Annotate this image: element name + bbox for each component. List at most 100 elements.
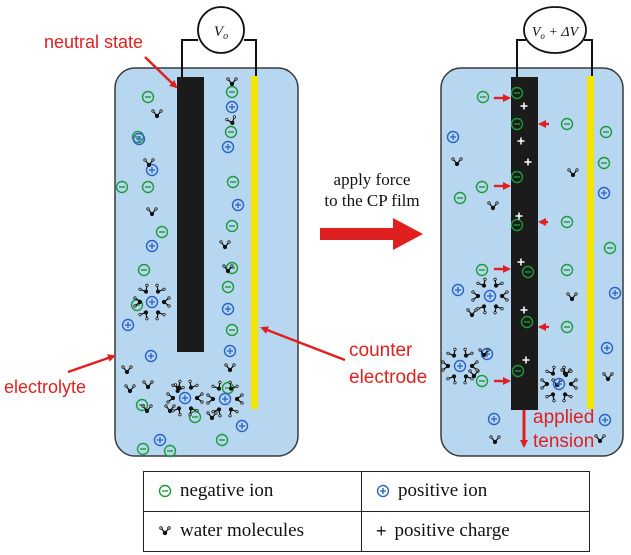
positive-ion-icon: [144, 349, 158, 363]
water-molecule-icon: [124, 384, 136, 394]
water-molecule-icon: [151, 109, 163, 119]
positive-charge-icon: [520, 102, 528, 110]
water-molecule-icon: [446, 347, 457, 358]
water-molecule-icon: [219, 240, 231, 250]
electrolyte-arrow: [67, 354, 116, 374]
positive-charge-icon: [520, 306, 528, 314]
positive-ion-icon: [145, 163, 159, 177]
water-molecule-icon: [567, 168, 579, 178]
negative-ion-icon: [224, 125, 238, 139]
applied-label: applied: [533, 407, 595, 428]
water-molecule-icon: [540, 378, 550, 390]
legend-negative-ion-text: negative ion: [180, 480, 274, 502]
water-molecule-icon: [487, 201, 499, 211]
water-molecule-icon: [206, 393, 216, 405]
positive-ion-icon: [597, 186, 611, 200]
neutral-state-arrow: [144, 56, 178, 89]
water-molecule-icon: [478, 348, 490, 358]
negative-ion-icon: [510, 117, 524, 131]
left-electrolyte-container: [114, 67, 299, 457]
positive-ion-icon: [132, 132, 146, 146]
water-molecule-icon: [121, 365, 133, 375]
negative-ion-icon: [560, 117, 574, 131]
negative-ion-icon: [158, 485, 172, 498]
negative-ion-icon: [163, 444, 177, 458]
negative-ion-icon: [225, 323, 239, 337]
positive-ion-icon: [598, 413, 612, 427]
negative-ion-icon: [510, 86, 524, 100]
water-molecule-icon: [566, 292, 578, 302]
water-molecule-icon: [171, 379, 182, 390]
water-molecule-icon: [226, 77, 238, 87]
electrode-label: electrode: [349, 367, 428, 388]
water-molecule-icon: [133, 296, 143, 308]
water-molecule-icon: [228, 380, 239, 391]
right-wire-film: [516, 39, 526, 80]
water-molecule-icon: [138, 283, 149, 294]
water-molecule-icon: [568, 378, 578, 390]
water-molecule-icon: [146, 207, 158, 217]
positive-ion-icon: [178, 391, 192, 405]
positive-ion-icon: [121, 318, 135, 332]
positive-ion-icon: [221, 140, 235, 154]
water-molecule-icon: [441, 360, 451, 372]
water-molecule-icon: [188, 406, 199, 417]
water-molecule-icon: [451, 157, 463, 167]
water-molecule-icon: [224, 363, 236, 373]
negative-ion-icon: [475, 374, 489, 388]
water-molecule-icon: [171, 406, 182, 417]
negative-ion-icon: [226, 175, 240, 189]
positive-ion-icon: [225, 100, 239, 114]
negative-ion-icon: [141, 90, 155, 104]
negative-ion-icon: [510, 218, 524, 232]
water-molecule-icon: [155, 283, 166, 294]
water-molecule-icon: [466, 308, 478, 318]
counter-electrode-arrow: [260, 326, 346, 362]
electrolyte-label: electrolyte: [4, 377, 87, 397]
apply-force-label: apply force to the CP film: [309, 169, 435, 212]
negative-ion-icon: [188, 410, 202, 424]
positive-ion-icon: [223, 344, 237, 358]
water-molecule-icon: [545, 392, 556, 403]
water-molecule-icon: [463, 347, 474, 358]
left-wire-counter: [244, 39, 257, 80]
water-molecule-icon: [161, 296, 171, 308]
negative-ion-icon: [155, 225, 169, 239]
negative-ion-icon: [603, 241, 617, 255]
positive-ion-icon: [608, 286, 622, 300]
positive-ion-icon: [235, 419, 249, 433]
legend-negative-ion: negative ion: [144, 472, 362, 512]
water-molecule-icon: [594, 434, 606, 444]
water-molecule-icon: [143, 158, 155, 168]
water-molecule-icon: [471, 290, 481, 302]
negative-ion-icon: [221, 280, 235, 294]
negative-ion-icon: [476, 90, 490, 104]
water-molecule-icon: [138, 310, 149, 321]
water-molecule-icon: [166, 392, 176, 404]
negative-ion-icon: [141, 180, 155, 194]
right-film-charges: [515, 102, 532, 364]
negative-ion-icon: [520, 315, 534, 329]
positive-ion-icon: [487, 412, 501, 426]
water-molecule-icon: [155, 310, 166, 321]
left-wire-film: [181, 39, 198, 80]
positive-ion-icon: [600, 341, 614, 355]
water-molecule-icon: [211, 407, 222, 418]
negative-ion-icon: [215, 433, 229, 447]
right-wire-counter: [584, 39, 593, 80]
negative-ion-icon: [137, 263, 151, 277]
water-molecule-icon: [222, 264, 234, 274]
right-cell: [440, 6, 624, 457]
tension-label: tension: [533, 431, 595, 452]
positive-ion-icon: [483, 289, 497, 303]
water-molecule-icon: [476, 304, 487, 315]
negative-ion-icon: [510, 170, 524, 184]
water-molecule-icon: [493, 304, 504, 315]
negative-ion-icon: [225, 219, 239, 233]
negative-ion-icon: [475, 180, 489, 194]
apply-force-line-2: to the CP film: [324, 191, 420, 211]
positive-ion-icon: [153, 433, 167, 447]
water-molecule-icon: [159, 526, 171, 536]
negative-ion-icon: [511, 364, 525, 378]
right-cp-film: [511, 77, 538, 410]
